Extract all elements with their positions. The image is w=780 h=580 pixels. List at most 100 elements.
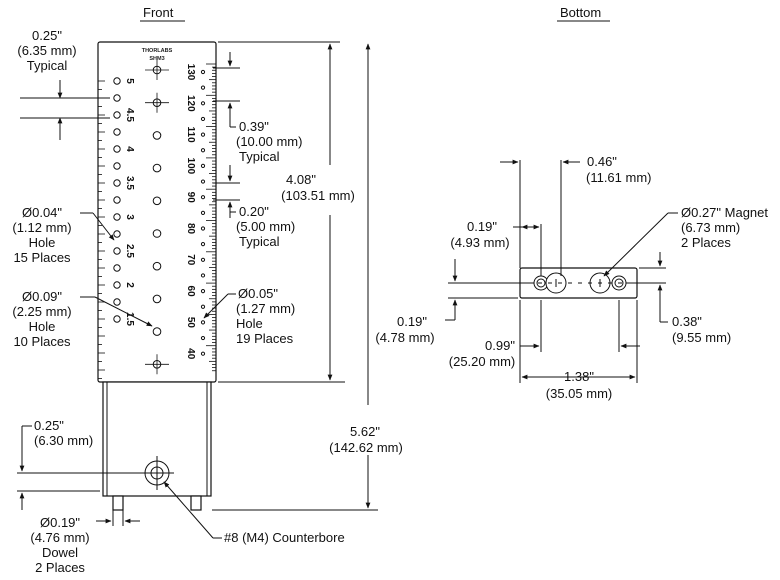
- big-spacing-value: 0.39": [239, 119, 269, 134]
- magnet-metric: (6.73 mm): [681, 220, 740, 235]
- tiny-hole: [200, 320, 206, 325]
- magnet-offset-value: 0.46": [587, 154, 617, 169]
- edge-offset-note: Typical: [27, 58, 68, 73]
- mm-tick-label: 100: [185, 158, 196, 175]
- large-hole: [152, 229, 162, 238]
- width-offset-metric: (9.55 mm): [672, 330, 731, 345]
- small-hole: [113, 145, 121, 153]
- total-height-value: 5.62": [350, 424, 380, 439]
- large-hole-metric: (2.25 mm): [12, 304, 71, 319]
- large-hole: [152, 294, 162, 304]
- large-hole-type: Hole: [29, 319, 56, 334]
- tiny-hole: [200, 148, 206, 153]
- tiny-hole: [200, 351, 206, 356]
- small-hole: [113, 264, 121, 272]
- mm-tick-label: 80: [185, 223, 196, 235]
- small-spacing-note: Typical: [239, 234, 280, 249]
- tiny-hole: [200, 116, 206, 122]
- tiny-hole: [200, 257, 206, 262]
- bottom-labels: 0.46" (11.61 mm) 0.19" (4.93 mm) Ø0.27" …: [375, 154, 768, 401]
- mm-tick-label: 120: [185, 95, 196, 112]
- small-spacing-metric: (5.00 mm): [236, 219, 295, 234]
- big-spacing-note: Typical: [239, 149, 280, 164]
- big-spacing-metric: (10.00 mm): [236, 134, 302, 149]
- small-hole-metric: (1.12 mm): [12, 220, 71, 235]
- inch-tick-label: 2: [124, 282, 135, 288]
- logo-model: SHM3: [149, 56, 164, 62]
- inch-tick-label: 1.5: [124, 312, 135, 326]
- side-offset-value: 0.19": [397, 314, 427, 329]
- tiny-hole: [200, 85, 206, 90]
- bottom-dimensions: [445, 159, 678, 383]
- tiny-hole: [200, 210, 206, 215]
- center-dist-metric: (25.20 mm): [449, 354, 515, 369]
- tiny-hole: [200, 335, 206, 341]
- mm-tick-label: 90: [185, 192, 196, 204]
- side-offset-metric: (4.78 mm): [375, 330, 434, 345]
- small-hole: [113, 94, 121, 102]
- large-hole: [152, 163, 162, 173]
- inch-tick-label: 3.5: [124, 176, 135, 190]
- dowel-value: Ø0.19": [40, 515, 80, 530]
- edge-offset-b-metric: (4.93 mm): [450, 235, 509, 250]
- small-hole: [113, 298, 121, 306]
- mm-tick-label: 60: [185, 286, 196, 298]
- small-hole: [113, 162, 121, 170]
- magnet-offset-metric: (11.61 mm): [586, 170, 652, 185]
- height-top-metric: (103.51 mm): [281, 188, 355, 203]
- magnet-count: 2 Places: [681, 235, 731, 250]
- small-hole: [113, 179, 121, 187]
- inch-tick-label: 3: [124, 214, 135, 220]
- tiny-hole-metric: (1.27 mm): [236, 301, 295, 316]
- front-dimensions: [17, 41, 378, 539]
- overall-width-value: 1.38": [564, 369, 594, 384]
- small-spacing-value: 0.20": [239, 204, 269, 219]
- large-hole-count: 10 Places: [13, 334, 71, 349]
- small-hole: [113, 77, 121, 85]
- mm-tick-label: 50: [185, 317, 196, 329]
- tiny-hole: [200, 69, 206, 75]
- tiny-hole: [200, 163, 206, 168]
- small-hole: [113, 213, 121, 221]
- large-hole: [152, 196, 162, 206]
- front-labels: 0.25" (6.35 mm) Typical 4.08" (103.51 mm…: [12, 28, 402, 575]
- tiny-hole-count: 19 Places: [236, 331, 294, 346]
- inch-tick-label: 4: [124, 146, 135, 152]
- large-hole: [152, 261, 162, 271]
- small-hole-value: Ø0.04": [22, 205, 62, 220]
- bottom-view-title: Bottom: [560, 5, 601, 20]
- large-hole-value: Ø0.09": [22, 289, 62, 304]
- width-offset-value: 0.38": [672, 314, 702, 329]
- front-view-title: Front: [143, 5, 174, 20]
- small-hole: [113, 128, 121, 136]
- base-offset-value: 0.25": [34, 418, 64, 433]
- large-hole: [152, 327, 162, 336]
- small-hole-count: 15 Places: [13, 250, 71, 265]
- large-hole: [152, 131, 162, 140]
- small-hole: [113, 315, 121, 323]
- dowel-metric: (4.76 mm): [30, 530, 89, 545]
- tiny-hole-type: Hole: [236, 316, 263, 331]
- height-top-value: 4.08": [286, 172, 316, 187]
- center-dist-value: 0.99": [485, 338, 515, 353]
- small-hole: [113, 196, 121, 204]
- dowel-count: 2 Places: [35, 560, 85, 575]
- tiny-hole: [200, 226, 206, 231]
- inch-tick-label: 4.5: [124, 108, 135, 122]
- small-hole: [113, 247, 121, 255]
- mm-tick-label: 40: [185, 348, 196, 360]
- mm-tick-label: 70: [185, 254, 196, 266]
- mm-tick-label: 110: [185, 127, 196, 144]
- dowel-type: Dowel: [42, 545, 78, 560]
- tiny-hole: [200, 101, 206, 106]
- small-hole: [113, 230, 121, 238]
- tiny-hole: [200, 242, 206, 247]
- edge-offset-b-value: 0.19": [467, 219, 497, 234]
- magnet-value: Ø0.27" Magnet: [681, 205, 768, 220]
- overall-width-metric: (35.05 mm): [546, 386, 612, 401]
- inch-tick-label: 5: [124, 78, 135, 84]
- counterbore-label: #8 (M4) Counterbore: [224, 530, 345, 545]
